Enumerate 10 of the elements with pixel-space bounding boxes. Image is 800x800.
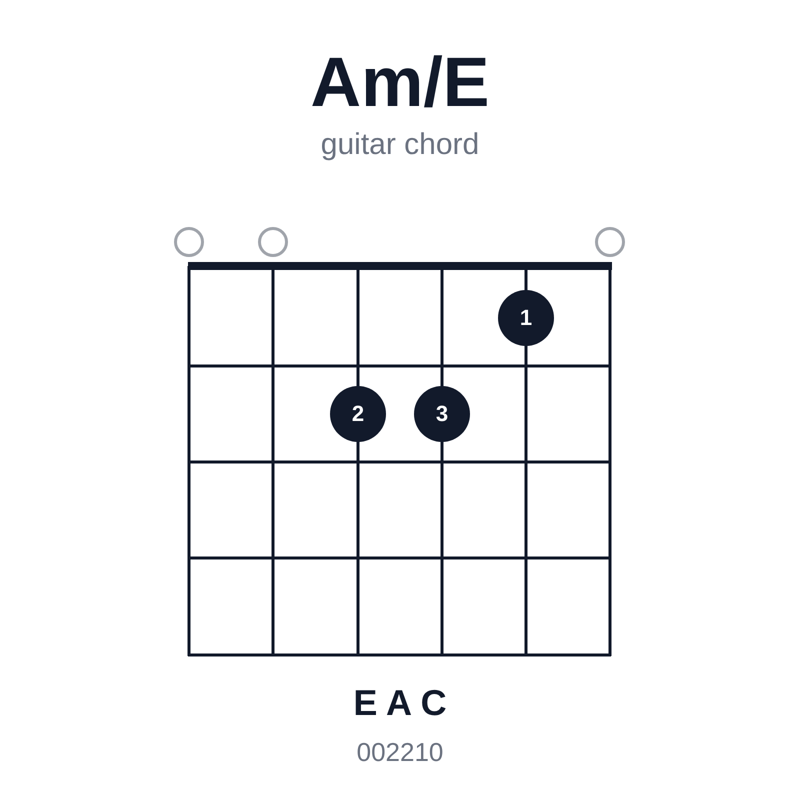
finger-dot: 2 bbox=[330, 386, 386, 442]
open-string-marker bbox=[595, 227, 625, 257]
chord-title: Am/E bbox=[310, 42, 490, 123]
finger-dot: 3 bbox=[414, 386, 470, 442]
note-names: E A C bbox=[353, 683, 447, 723]
chord-subtitle: guitar chord bbox=[320, 128, 480, 162]
open-string-marker bbox=[174, 227, 204, 257]
fingering-code: 002210 bbox=[356, 737, 444, 767]
open-string-marker bbox=[258, 227, 288, 257]
finger-dot: 1 bbox=[498, 290, 554, 346]
